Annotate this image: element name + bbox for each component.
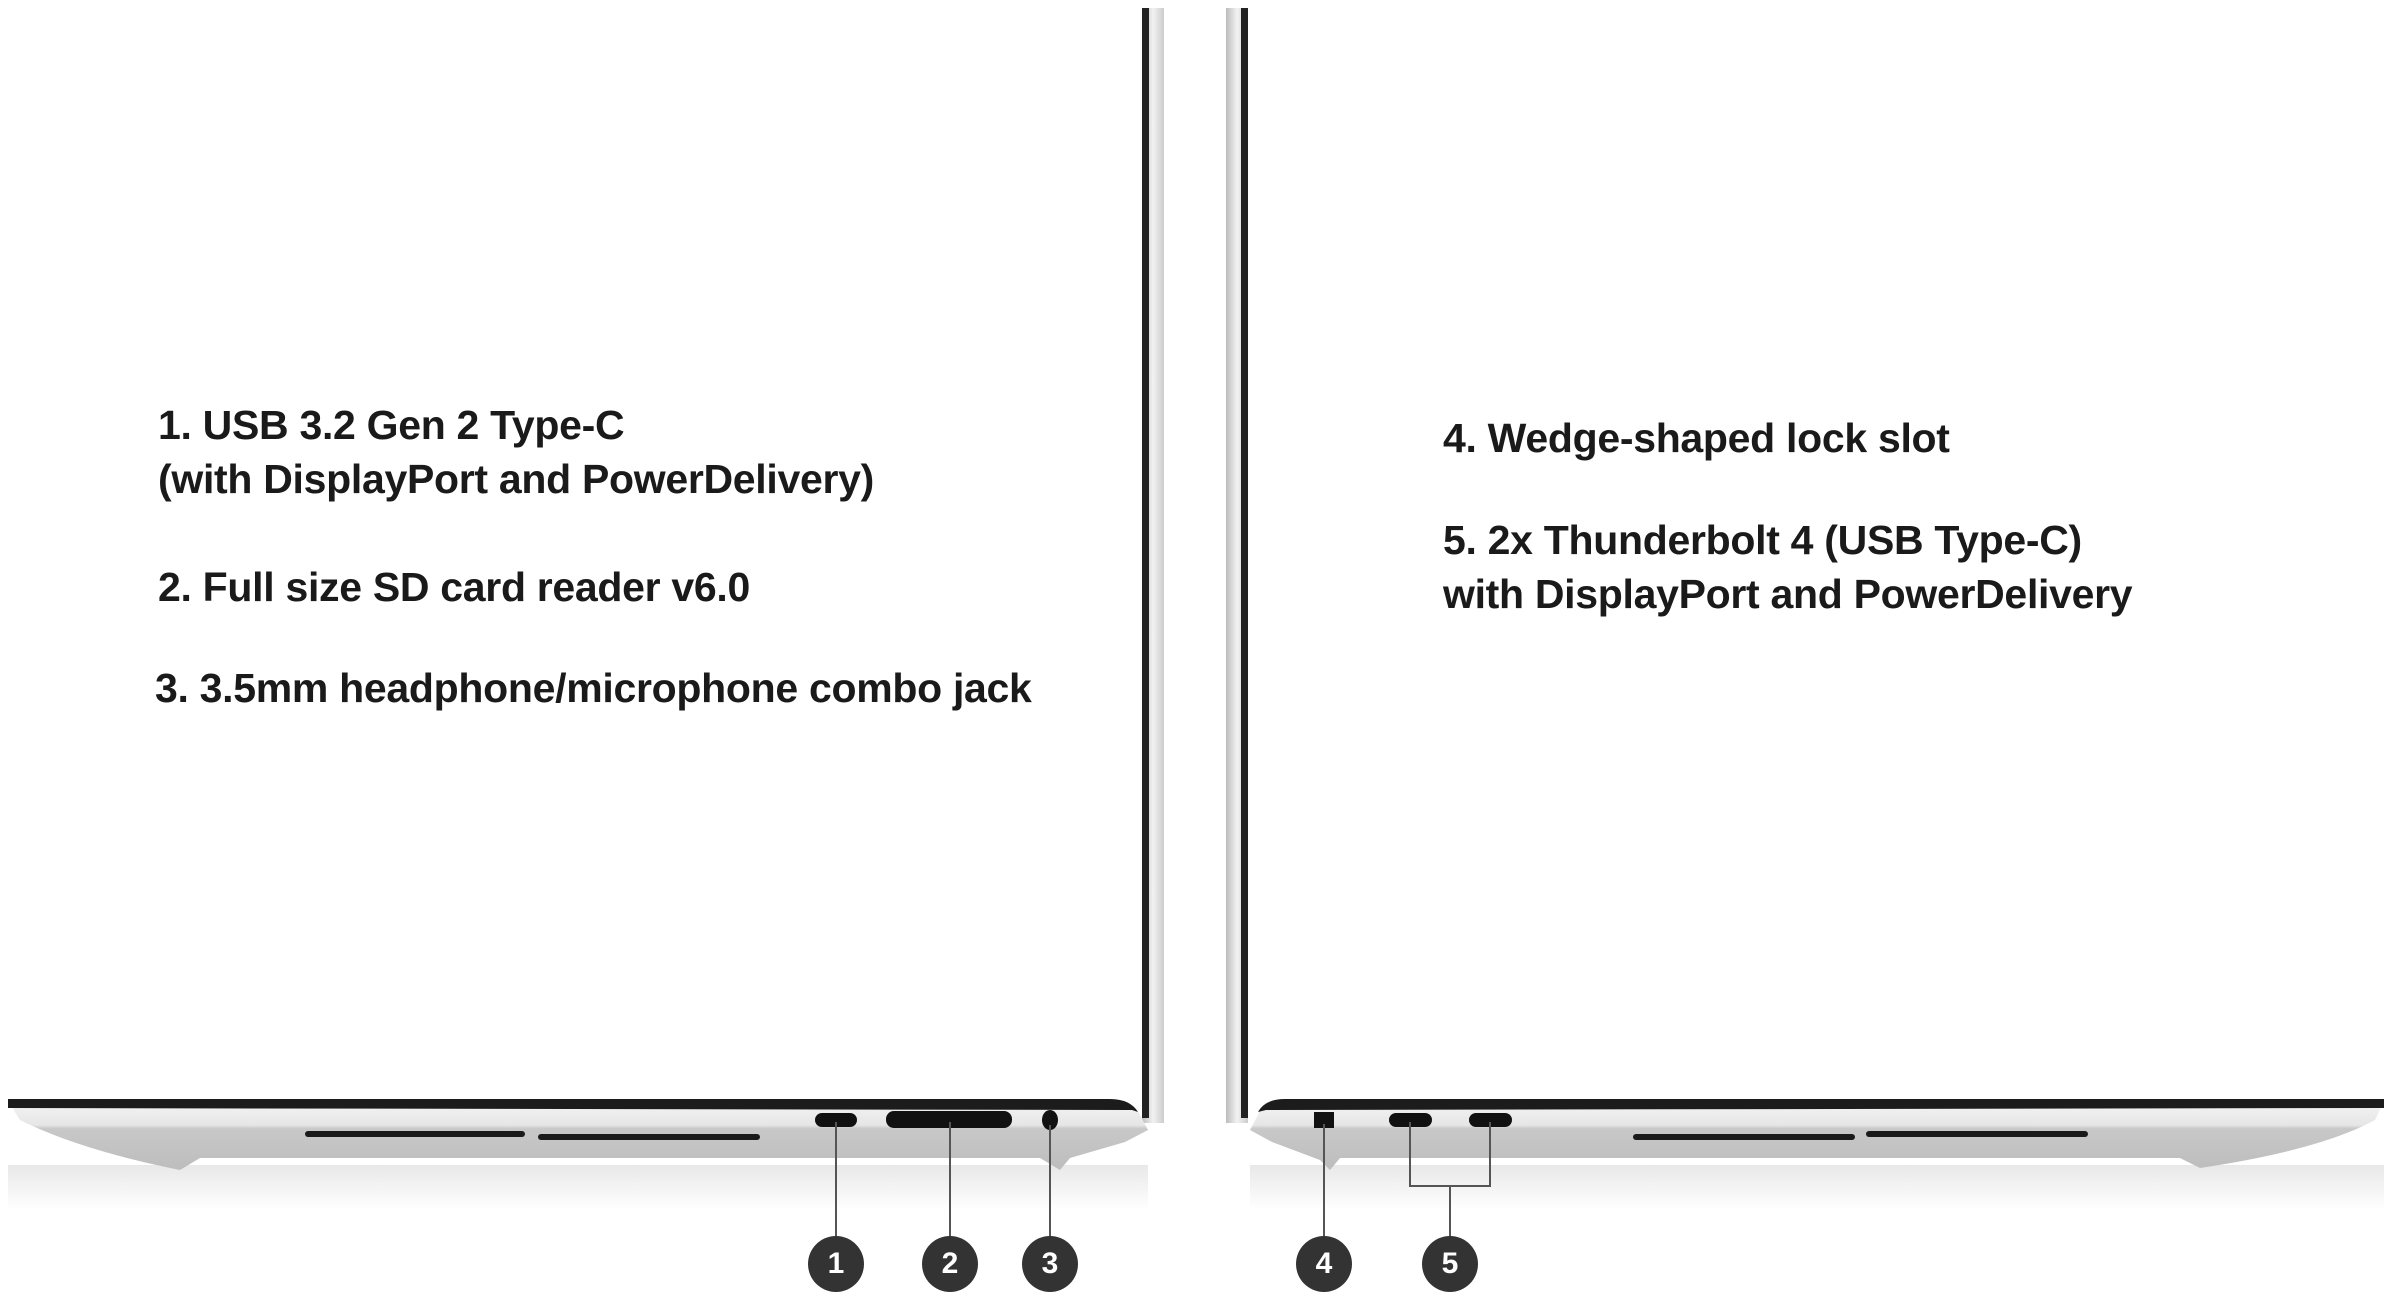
callout-3: 3: [1022, 1236, 1078, 1292]
port-description-4: 4. Wedge-shaped lock slot: [1443, 415, 1950, 461]
port-5-label: 5. 2x Thunderbolt 4 (USB Type-C): [1443, 517, 2082, 563]
thunderbolt-port: [1469, 1113, 1512, 1127]
vent: [538, 1134, 760, 1140]
callout-4: 4: [1296, 1236, 1352, 1292]
callout-5: 5: [1422, 1236, 1478, 1292]
port-5-detail: with DisplayPort and PowerDelivery: [1443, 571, 2133, 617]
lock-slot: [1314, 1112, 1334, 1128]
thunderbolt-port: [1389, 1113, 1432, 1127]
vent: [305, 1131, 525, 1137]
port-description-3: 3. 3.5mm headphone/microphone combo jack: [155, 665, 1032, 711]
vent: [1633, 1134, 1855, 1140]
vent: [1866, 1131, 2088, 1137]
port-1-label: 1. USB 3.2 Gen 2 Type-C: [158, 402, 625, 448]
port-description-2: 2. Full size SD card reader v6.0: [158, 564, 751, 610]
sd-card-slot: [886, 1111, 1012, 1128]
left-laptop: [8, 8, 1164, 1240]
port-description-1: 1. USB 3.2 Gen 2 Type-C (with DisplayPor…: [158, 398, 874, 506]
audio-jack: [1042, 1110, 1058, 1130]
port-description-5: 5. 2x Thunderbolt 4 (USB Type-C) with Di…: [1443, 513, 2133, 621]
callout-1: 1: [808, 1236, 864, 1292]
port-1-detail: (with DisplayPort and PowerDelivery): [158, 456, 874, 502]
right-laptop: [1226, 8, 2384, 1240]
callout-2: 2: [922, 1236, 978, 1292]
usb-c-port: [815, 1113, 857, 1127]
